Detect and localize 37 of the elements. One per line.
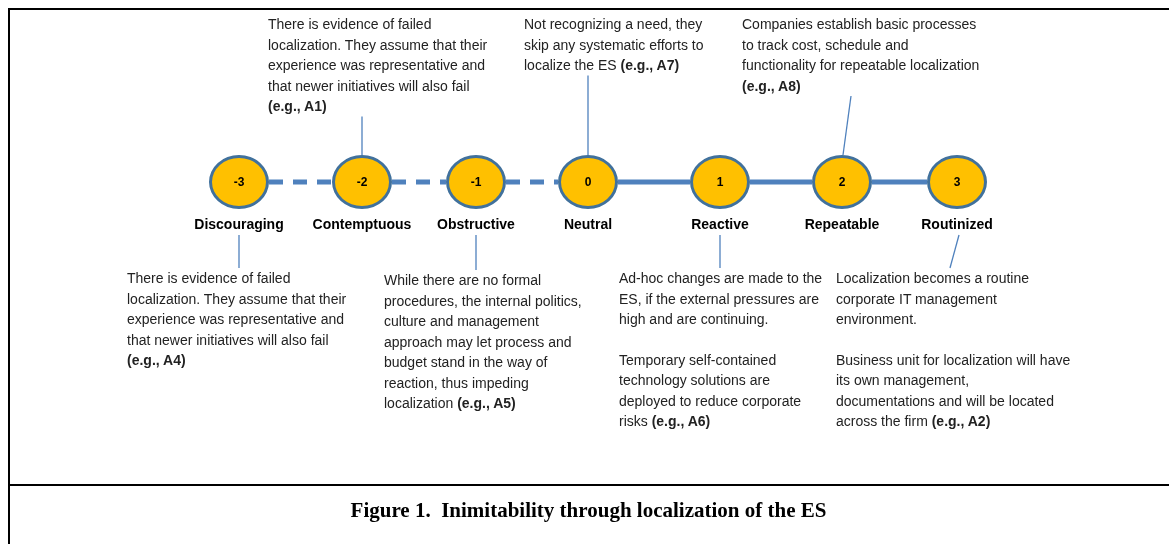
leader-line	[475, 234, 477, 271]
leader-line	[949, 234, 960, 269]
level-name: Contemptuous	[312, 215, 412, 233]
description-text: Companies establish basic processes to track cost, schedule and functionality for repeatable localization (e.g., A8)	[742, 15, 981, 96]
level-circle: 3	[927, 155, 987, 209]
scale-line	[618, 179, 690, 185]
level-name: Discouraging	[194, 215, 284, 233]
description-text: Business unit for localization will have its own management, documentations and will be located across the firm (e.g., A2)	[836, 350, 1071, 431]
scale-line	[750, 179, 812, 185]
scale-line	[872, 179, 927, 185]
leader-line	[842, 95, 852, 156]
description-text: Temporary self-contained technology solutions are deployed to reduce corporate risks (e.g., A6)	[619, 350, 803, 431]
level-name: Neutral	[563, 215, 613, 233]
leader-line	[361, 115, 363, 156]
scale-line	[506, 179, 558, 185]
leader-line	[238, 234, 240, 269]
description-text: Ad-hoc changes are made to the ES, if the external pressures are high and are continuing.	[619, 269, 824, 329]
level-circle: 2	[812, 155, 872, 209]
description-text: Not recognizing a need, they skip any systematic efforts to localize the ES (e.g., A7)	[524, 15, 705, 75]
leader-line	[719, 234, 721, 269]
description-text: Localization becomes a routine corporate IT management environment.	[836, 269, 1030, 329]
level-name: Routinized	[921, 215, 993, 233]
level-circle: -2	[332, 155, 392, 209]
level-name: Reactive	[691, 215, 749, 233]
scale-line	[269, 179, 332, 185]
figure-caption: Figure 1. Inimitability through localization of the ES	[349, 498, 828, 523]
description-text: While there are no formal procedures, the internal politics, culture and management approach may let process and budget stand in the way of reaction, thus impeding localization (e.g., A5)	[384, 271, 583, 413]
level-circle: 1	[690, 155, 750, 209]
description-text: There is evidence of failed localization. They assume that their experience was representative and that newer initiatives will also fail (e.g., A4)	[127, 269, 348, 370]
level-circle: 0	[558, 155, 618, 209]
scale-line	[392, 179, 446, 185]
level-circle: -3	[209, 155, 269, 209]
level-circle: -1	[446, 155, 506, 209]
level-name: Obstructive	[437, 215, 515, 233]
description-text: There is evidence of failed localization. They assume that their experience was representative and that newer initiatives will also fail (e.g., A1)	[268, 15, 489, 116]
leader-line	[587, 74, 589, 156]
level-name: Repeatable	[804, 215, 880, 233]
